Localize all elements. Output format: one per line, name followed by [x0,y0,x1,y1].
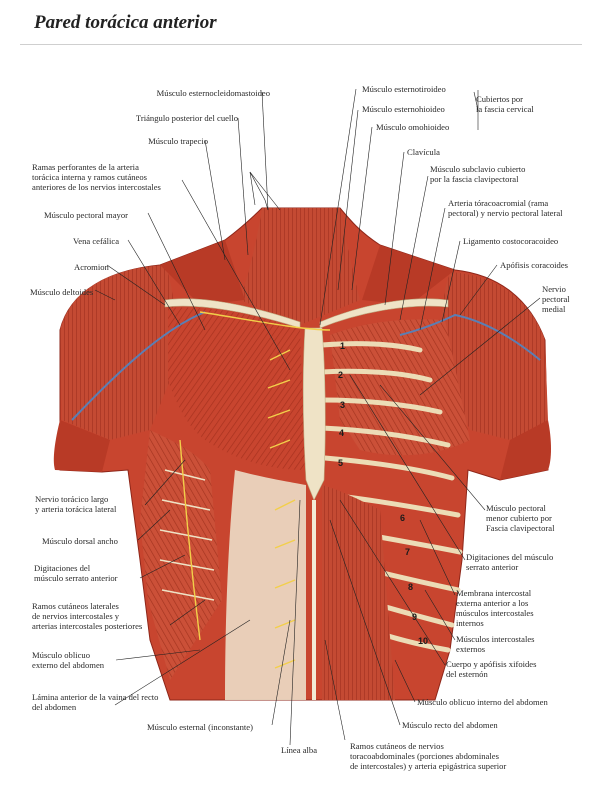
rib-number-6: 6 [400,513,406,523]
rib-number-7: 7 [405,547,411,557]
rib-number-4: 4 [339,428,345,438]
label-triangulo-posterior: Triángulo posterior del cuello [135,113,238,123]
label-trapecio: Músculo trapecio [148,136,208,146]
label-pectoral-mayor: Músculo pectoral mayor [44,210,129,220]
deltoid-left [60,265,175,440]
label-acromion: Acromion [74,262,109,272]
rectus-sheath [225,470,306,700]
rib-number-8: 8 [408,582,414,592]
rib-number-10: 10 [418,636,429,646]
label-clavicula: Clavícula [407,147,440,157]
vessel-right [399,313,541,361]
label-esternocleidomastoideo: Músculo esternocleidomastoideo [156,88,270,98]
label-esternal: Músculo esternal (inconstante) [147,722,253,732]
label-apofisis-coracoides: Apófisis coracoides [500,260,569,270]
serratus-left [140,430,222,680]
label-esternotiroideo: Músculo esternotiroideo [362,84,446,94]
leader-lines [94,88,541,746]
arm-left [53,420,110,472]
rib-number-9: 9 [412,612,418,622]
rectus-abdominis [322,485,395,700]
label-deltoides: Músculo deltoides [30,287,94,297]
trapezius-left [160,240,245,305]
rib-number-2: 2 [338,370,344,380]
rib-number-3: 3 [340,400,346,410]
title-divider [20,44,582,45]
nerves [179,311,331,669]
pectoralis-major-left [168,307,305,470]
rib-number-5: 5 [338,458,344,468]
neck [240,208,360,325]
rib-number-1: 1 [340,341,346,351]
label-linea-alba: Línea alba [281,745,318,755]
arm-right [500,420,551,480]
label-oblicuo-interno: Músculo oblicuo interno del abdomen [417,697,548,707]
label-esternohioideo: Músculo esternohioideo [362,104,445,114]
label-omohioideo: Músculo omohioideo [376,122,450,132]
label-vena-cefalica: Vena cefálica [73,236,120,246]
deltoid-right [441,272,548,440]
label-dorsal-ancho: Músculo dorsal ancho [42,536,118,546]
label-ligamento-costocoracoideo: Ligamento costocoracoideo [463,236,559,246]
page-title: Pared torácica anterior [34,12,217,33]
sternum [302,327,326,501]
pectoralis-minor-right [330,319,470,456]
label-recto-abdomen: Músculo recto del abdomen [402,720,498,730]
cephalic-vein [71,311,206,421]
